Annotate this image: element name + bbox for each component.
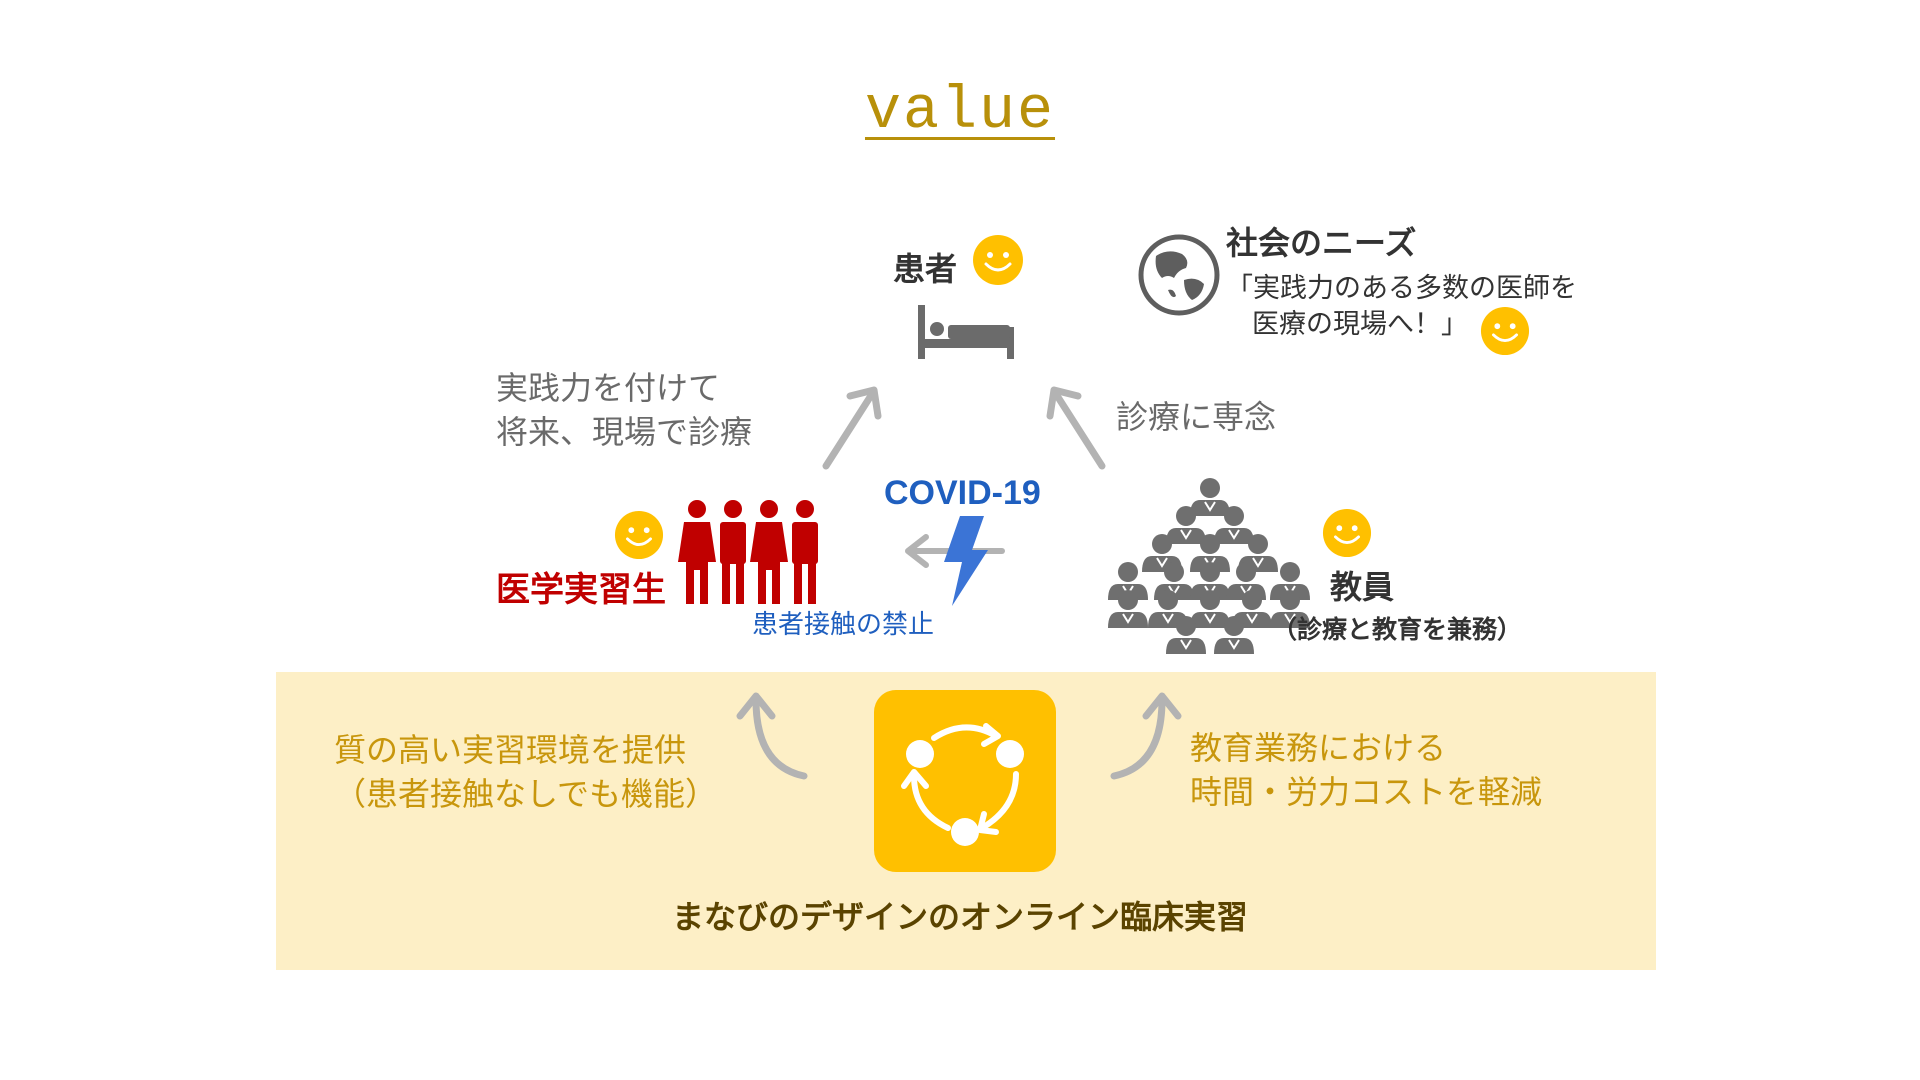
society-line2: 医療の現場へ！」 xyxy=(1252,309,1468,340)
curved-arrow-up-icon xyxy=(736,692,808,780)
bed-icon xyxy=(918,305,1014,359)
left-caption: 実践力を付けて 将来、現場で診療 xyxy=(496,366,752,454)
bottom-right-line1: 教育業務における xyxy=(1190,729,1447,767)
covid-sub: 患者接触の禁止 xyxy=(752,610,935,640)
arrow-up-left-icon xyxy=(822,386,882,470)
right-caption: 診療に専念 xyxy=(1116,398,1277,436)
students-label: 医学実習生 xyxy=(496,570,666,610)
smiley-icon xyxy=(1322,508,1372,558)
bottom-left-line1: 質の高い実習環境を提供 xyxy=(334,731,687,769)
left-caption-line1: 実践力を付けて xyxy=(496,369,721,407)
smiley-icon xyxy=(1480,306,1530,356)
curved-arrow-up-icon xyxy=(1110,692,1182,780)
people-red-icon xyxy=(678,500,818,604)
faculty-sub: （診療と教育を兼務） xyxy=(1272,615,1523,644)
smiley-icon xyxy=(614,510,664,560)
society-title: 社会のニーズ xyxy=(1226,224,1417,262)
bottom-right-caption: 教育業務における 時間・労力コストを軽減 xyxy=(1190,726,1542,814)
left-caption-line2: 将来、現場で診療 xyxy=(496,413,753,451)
society-line1: 「実践力のある多数の医師を xyxy=(1226,273,1577,304)
arrow-up-right-icon xyxy=(1046,386,1106,470)
bottom-right-line2: 時間・労力コストを軽減 xyxy=(1190,773,1543,811)
bottom-left-caption: 質の高い実習環境を提供 （患者接触なしでも機能） xyxy=(334,728,717,816)
globe-icon xyxy=(1138,234,1220,316)
bottom-left-line2: （患者接触なしでも機能） xyxy=(334,775,718,813)
page-title: value xyxy=(864,78,1056,146)
lightning-icon xyxy=(944,516,988,606)
faculty-label: 教員 xyxy=(1330,568,1395,606)
service-label: まなびのデザインのオンライン臨床実習 xyxy=(671,898,1248,936)
cycle-app-icon xyxy=(874,690,1056,872)
patient-label: 患者 xyxy=(893,250,958,288)
covid-label: COVID-19 xyxy=(884,474,1041,512)
smiley-icon xyxy=(973,235,1023,285)
